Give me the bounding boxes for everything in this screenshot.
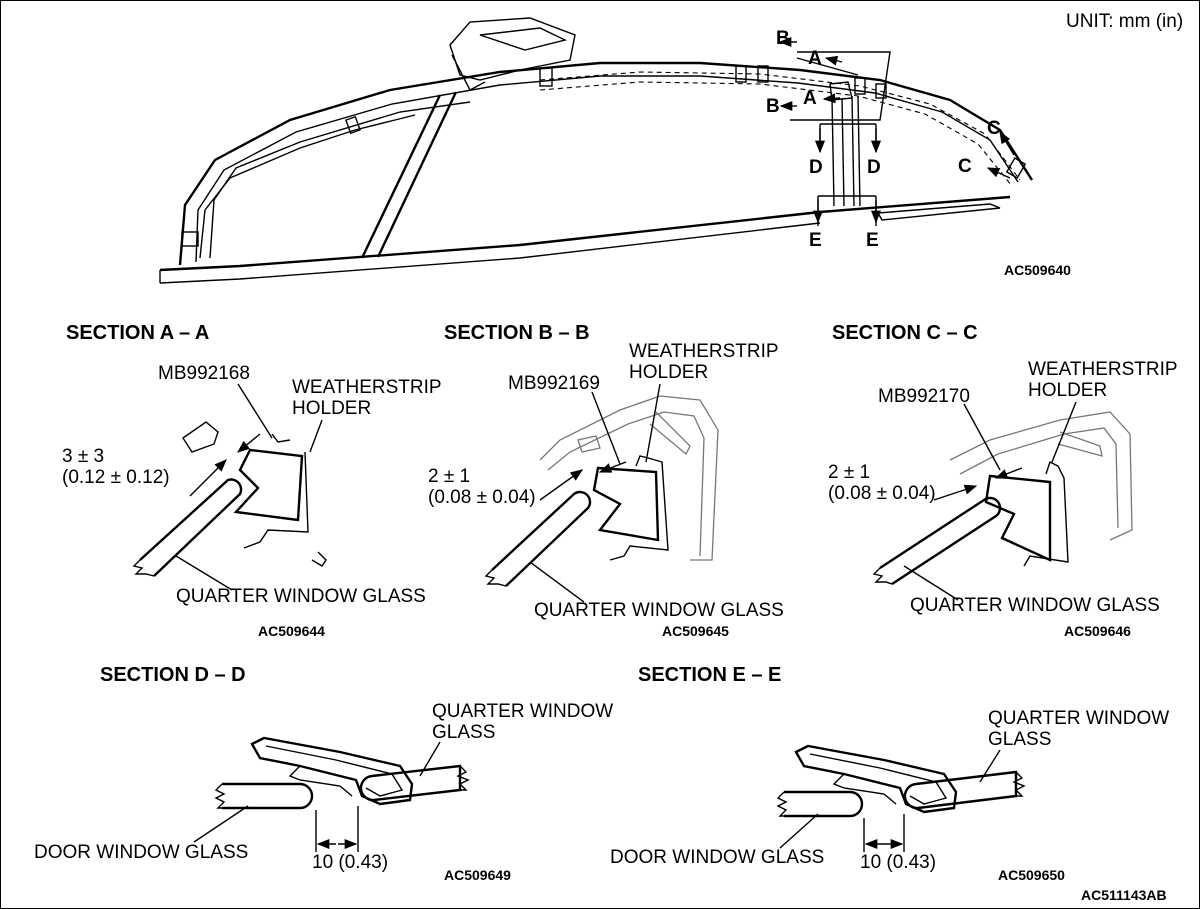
section-a-tool: MB992168 (158, 363, 250, 384)
marker-e-left: E (809, 230, 822, 251)
clip-roof-3 (757, 65, 769, 83)
section-c-title: SECTION C – C (832, 322, 978, 344)
section-b-glass-shape (491, 490, 592, 587)
b-pillar-front (360, 94, 442, 259)
marker-c-lower: C (958, 156, 972, 177)
section-d-dim: 10 (0.43) (312, 852, 388, 873)
marker-d-left: D (809, 157, 823, 178)
figure-code: AC511143AB (1081, 887, 1167, 903)
section-a-glass-label: QUARTER WINDOW GLASS (176, 586, 426, 607)
beltline (159, 195, 1011, 272)
section-a-holder-line1: WEATHERSTRIP (292, 377, 442, 398)
marker-b-lower: B (766, 96, 780, 117)
section-c-tool: MB992170 (878, 386, 970, 407)
marker-e-right: E (866, 230, 879, 251)
section-b-holder-line2: HOLDER (629, 362, 708, 383)
section-d-quarter-line1: QUARTER WINDOW (432, 701, 613, 722)
section-d-d: SECTION D – D QUARTER WINDOW GLASS DOOR … (34, 664, 613, 883)
section-a-glass-shape (139, 478, 243, 577)
marker-c-upper: C (987, 118, 1001, 139)
section-d-door-label: DOOR WINDOW GLASS (34, 842, 248, 863)
section-c-holder-line2: HOLDER (1028, 380, 1107, 401)
weatherstrip-dashed-top (539, 71, 1021, 181)
section-e-weatherstrip (794, 744, 958, 814)
section-c-holder-line1: WEATHERSTRIP (1028, 359, 1178, 380)
clip-roof-4 (854, 77, 866, 95)
section-a-title: SECTION A – A (66, 322, 209, 344)
marker-a-lower: A (803, 88, 817, 109)
section-a-dim-line2: (0.12 ± 0.12) (62, 467, 170, 488)
section-b-title: SECTION B – B (444, 322, 590, 344)
clip-roof-1 (539, 67, 553, 87)
section-d-weatherstrip (250, 736, 414, 806)
section-a-dim-line1: 3 ± 3 (62, 446, 104, 467)
section-e-door-label: DOOR WINDOW GLASS (610, 847, 824, 868)
side-mirror (449, 17, 576, 81)
section-d-door-glass (222, 782, 314, 810)
unit-label: UNIT: mm (in) (1066, 11, 1183, 32)
section-b-dim-line2: (0.08 ± 0.04) (428, 487, 536, 508)
section-e-door-glass (784, 790, 864, 818)
section-c-code: AC509646 (1064, 623, 1131, 639)
section-c-dim-line1: 2 ± 1 (828, 462, 870, 483)
clip-roof-5 (875, 83, 887, 99)
section-d-code: AC509649 (444, 867, 511, 883)
clip-lower (181, 231, 199, 247)
clip-rear (1005, 157, 1027, 179)
clip-roof-2 (735, 65, 747, 83)
section-b-dim-line1: 2 ± 1 (428, 466, 470, 487)
roof-frame-outer (178, 61, 1034, 266)
section-e-e: SECTION E – E QUARTER WINDOW GLASS DOOR … (610, 664, 1169, 883)
section-e-dim: 10 (0.43) (860, 852, 936, 873)
section-c-c: SECTION C – C WEATHERSTRIP HOLDER MB9921… (828, 322, 1178, 639)
section-b-glass-label: QUARTER WINDOW GLASS (534, 600, 784, 621)
section-b-holder-line1: WEATHERSTRIP (629, 341, 779, 362)
section-e-code: AC509650 (998, 867, 1065, 883)
vehicle-side-view: B A A B D D E E C C AC509640 (159, 17, 1071, 284)
marker-d-right: D (867, 157, 881, 178)
section-d-title: SECTION D – D (100, 664, 246, 686)
section-b-holder-shape (592, 466, 660, 542)
section-a-a: SECTION A – A MB992168 WEATHERSTRIP HOLD… (62, 322, 442, 639)
clip-upper (345, 115, 361, 135)
section-c-holder-shape (984, 474, 1052, 562)
roof-frame-inner (195, 75, 1019, 263)
section-a-holder-line2: HOLDER (292, 398, 371, 419)
section-e-quarter-line2: GLASS (988, 729, 1051, 750)
section-c-dim-line2: (0.08 ± 0.04) (828, 483, 936, 504)
marker-a-upper: A (808, 48, 822, 69)
section-a-tool-shape (182, 421, 219, 453)
main-view-code: AC509640 (1004, 262, 1071, 278)
section-b-cut-line (790, 51, 891, 121)
beltline-lower (159, 222, 821, 284)
section-e-quarter-glass (903, 770, 1018, 810)
center-pillar-1 (831, 97, 835, 207)
section-b-code: AC509645 (662, 623, 729, 639)
section-b-b: SECTION B – B WEATHERSTRIP HOLDER MB9921… (428, 322, 784, 639)
marker-b-upper: B (776, 28, 790, 49)
section-a-code: AC509644 (258, 623, 325, 639)
section-d-quarter-glass (359, 764, 462, 802)
section-b-tool: MB992169 (508, 373, 600, 394)
section-c-glass-label: QUARTER WINDOW GLASS (910, 595, 1160, 616)
section-c-glass-shape (879, 496, 1002, 586)
section-e-title: SECTION E – E (638, 664, 781, 686)
section-d-quarter-line2: GLASS (432, 722, 495, 743)
section-e-quarter-line1: QUARTER WINDOW (988, 708, 1169, 729)
section-a-holder-shape (233, 448, 304, 522)
b-pillar-rear (376, 91, 458, 258)
